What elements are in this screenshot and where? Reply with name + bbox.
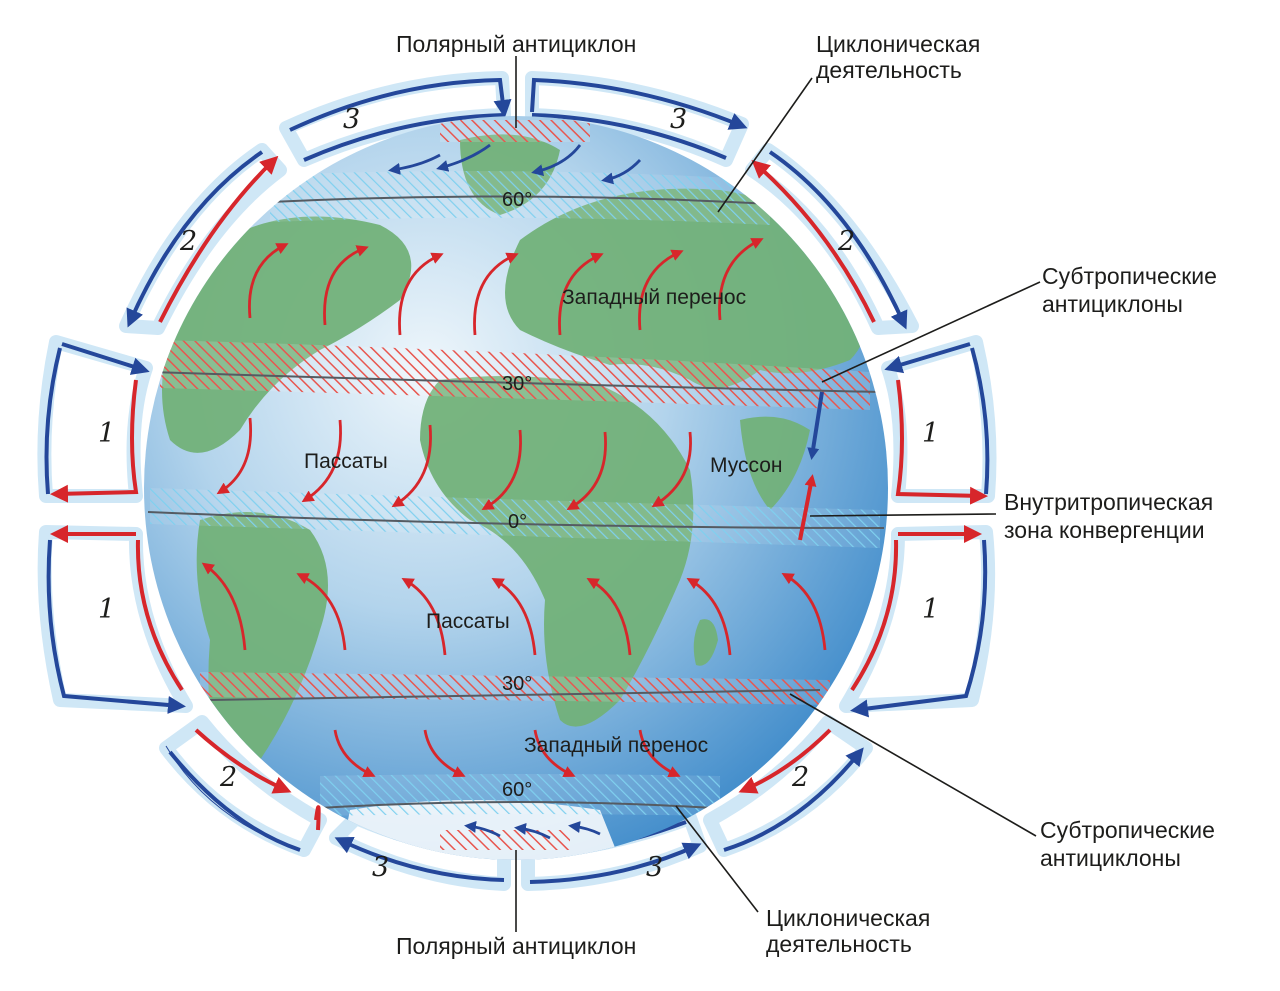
westerly-arrow	[638, 729, 681, 778]
pressure-belts	[150, 120, 880, 850]
cell-number-hadley: 1	[922, 418, 939, 449]
westerly-arrow	[423, 729, 466, 778]
leader-lines	[515, 56, 1041, 932]
globe: Западный перенос Пассаты Муссон Пассаты …	[144, 116, 888, 860]
eurasia	[505, 188, 868, 388]
polar-cell-top-left	[279, 71, 512, 167]
lat-60n-label: 60°	[502, 189, 532, 211]
cell-number-polar: 3	[646, 852, 663, 883]
trade-wind-arrow	[566, 431, 607, 510]
trades-north-label: Пассаты	[304, 450, 388, 473]
hadley-cell-south-left	[37, 525, 193, 714]
wind-arrows	[201, 143, 827, 840]
ferrel-cell-bottom-right	[703, 715, 873, 857]
itcz-belt	[150, 488, 880, 548]
polar-easterly-arrow	[514, 822, 551, 840]
lat-eq-label: 0°	[508, 511, 527, 533]
cell-numbers: 3 3 2 2 1 1 1 1 2 2 3 3	[98, 104, 939, 883]
subtropical-anticyclones-top-label: Субтропические антициклоны	[1042, 263, 1223, 317]
westerlies-north-label: Западный перенос	[562, 286, 746, 309]
polar-easterly-arrow	[531, 144, 582, 177]
lat-30n-label: 30°	[502, 373, 532, 395]
polar-anticyclone-bottom-label: Полярный антициклон	[396, 933, 636, 959]
trade-wind-arrow	[296, 573, 347, 651]
cell-number-ferrel: 2	[179, 226, 197, 257]
westerly-arrow	[558, 252, 604, 336]
cell-number-ferrel: 2	[837, 226, 855, 257]
westerly-arrow	[473, 252, 519, 336]
subtropical-high-north-belt	[160, 340, 870, 410]
trade-wind-arrow	[201, 562, 247, 651]
lat-60s-line	[319, 801, 715, 809]
lat-30s-label: 30°	[502, 673, 532, 695]
cell-number-hadley: 1	[98, 594, 115, 625]
hadley-cell-south-right	[839, 525, 996, 718]
cell-number-hadley: 1	[98, 418, 115, 449]
lat-eq-line	[147, 511, 885, 529]
westerly-arrow	[248, 243, 289, 319]
lat-30s-line	[209, 689, 821, 701]
trade-wind-arrow	[216, 417, 252, 495]
cell-number-polar: 3	[343, 104, 360, 135]
trade-wind-arrow	[391, 424, 432, 508]
monsoon-label: Муссон	[710, 454, 783, 477]
circulation-cells-frame	[37, 71, 997, 891]
cyclonic-activity-top-label: Циклоническая деятельность	[816, 31, 987, 83]
polar-easterly-arrow	[388, 153, 441, 175]
north-america	[162, 216, 412, 453]
polar-easterly-arrow	[436, 143, 491, 172]
latitude-lines	[147, 195, 885, 809]
trade-wind-arrow	[481, 429, 522, 510]
africa	[420, 376, 694, 727]
cyclonic-activity-bottom-label: Циклоническая деятельность	[766, 905, 937, 957]
cell-number-polar: 3	[670, 104, 687, 135]
polar-easterly-arrow	[601, 159, 642, 185]
westerly-arrow	[638, 249, 684, 331]
monsoon-winter-arrow	[807, 391, 824, 460]
westerly-arrow	[398, 252, 444, 336]
polar-cell-top-right	[525, 71, 749, 167]
ferrel-cell-top-left	[119, 143, 287, 335]
westerlies-south-label: Западный перенос	[524, 734, 708, 757]
india	[740, 416, 810, 510]
polar-easterly-arrow	[568, 821, 601, 836]
polar-high-north-belt	[440, 120, 590, 142]
trade-wind-arrow	[686, 578, 732, 656]
madagascar	[693, 619, 718, 666]
cell-number-hadley: 1	[922, 594, 939, 625]
itcz-label: Внутритропическая зона конвергенции	[1004, 489, 1220, 543]
trade-wind-arrow	[586, 578, 632, 656]
cell-number-polar: 3	[372, 852, 389, 883]
cell-number-ferrel: 2	[219, 762, 237, 793]
polar-high-south-belt	[440, 830, 570, 850]
trades-south-label: Пассаты	[426, 610, 510, 633]
trade-wind-arrow	[651, 431, 692, 508]
polar-anticyclone-top-label: Полярный антициклон	[396, 31, 636, 57]
ferrel-cell-bottom-left	[159, 715, 327, 857]
polar-easterly-arrow	[464, 820, 501, 838]
hadley-cell-north-left	[37, 335, 153, 503]
westerly-arrow	[333, 729, 376, 778]
lat-60s-label: 60°	[502, 779, 532, 801]
monsoon-summer-arrow	[798, 474, 817, 541]
cell-number-ferrel: 2	[791, 762, 809, 793]
ferrel-cell-top-right	[745, 143, 919, 335]
westerly-arrow	[533, 729, 576, 778]
subpolar-low-south-belt	[320, 774, 720, 816]
trade-wind-arrow	[401, 578, 447, 656]
south-america	[196, 512, 328, 775]
lat-60n-line	[269, 195, 771, 205]
lat-30n-line	[149, 371, 881, 393]
callouts: Полярный антициклон Циклоническая деятел…	[396, 31, 1223, 959]
trade-wind-arrow	[301, 419, 342, 503]
westerly-arrow	[718, 238, 764, 321]
trade-wind-arrow	[491, 578, 537, 656]
subtropical-anticyclones-bottom-label: Субтропические антициклоны	[1040, 817, 1221, 871]
trade-wind-arrow	[781, 573, 827, 651]
westerly-arrow	[323, 245, 369, 326]
subpolar-low-north-belt	[270, 171, 770, 225]
hadley-cell-north-right	[881, 335, 997, 505]
